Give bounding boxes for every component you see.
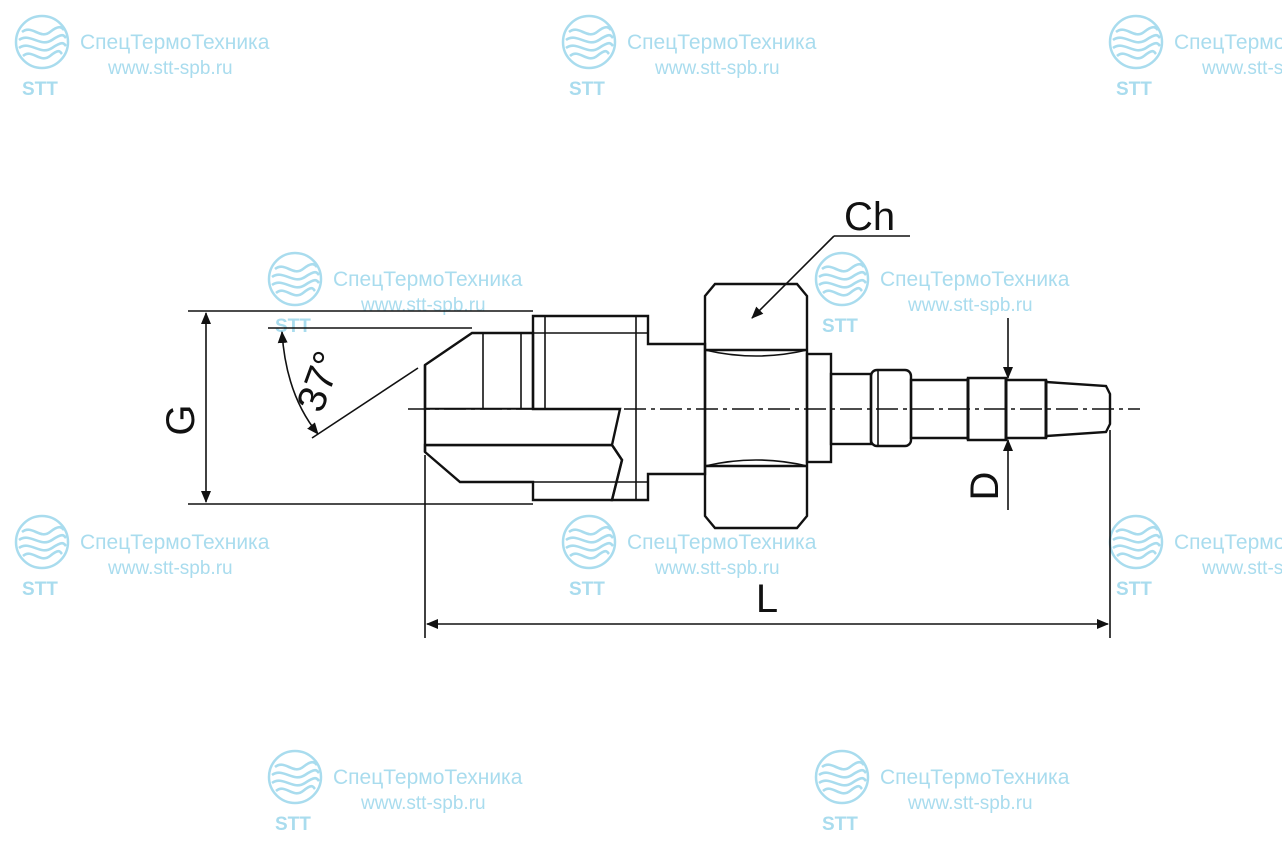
watermark-url: www.stt-spb.ru <box>1201 58 1282 79</box>
angle-arc <box>277 331 319 435</box>
hex-chamfer <box>704 349 808 357</box>
watermark-url: www.stt-spb.ru <box>654 558 780 579</box>
watermark-stt: STT <box>822 814 858 835</box>
watermark-company: СпецТермоТехника <box>880 766 1070 789</box>
angle-cone-line <box>311 367 419 439</box>
rear-collar <box>805 352 833 464</box>
cone-nipple-section <box>423 443 624 502</box>
watermark-stt: STT <box>569 79 605 100</box>
hex-nut <box>703 282 809 530</box>
watermark: STT СпецТермоТехника www.stt-spb.ru <box>814 251 1070 337</box>
watermark: STT СпецТермоТехника www.stt-spb.ru <box>267 749 523 835</box>
watermark: STT СпецТермоТехника www.stt-spb.ru <box>1108 14 1282 100</box>
watermark: STT СпецТермоТехника www.stt-spb.ru <box>561 514 817 600</box>
watermark-stt: STT <box>569 579 605 600</box>
watermark-url: www.stt-spb.ru <box>1201 558 1282 579</box>
watermark: STT СпецТермоТехника www.stt-spb.ru <box>814 749 1070 835</box>
fitting-body <box>423 282 1112 530</box>
label-ch: Ch <box>844 195 895 239</box>
watermark-company: СпецТермоТехника <box>880 268 1070 291</box>
watermark-url: www.stt-spb.ru <box>107 58 233 79</box>
watermark-url: www.stt-spb.ru <box>654 58 780 79</box>
watermark-url: www.stt-spb.ru <box>907 295 1033 316</box>
watermark: STT СпецТермоТехника www.stt-spb.ru <box>14 514 270 600</box>
watermark-stt: STT <box>1116 579 1152 600</box>
watermark: STT СпецТермоТехника www.stt-spb.ru <box>561 14 817 100</box>
ch-leader <box>751 235 835 319</box>
watermark-stt: STT <box>822 316 858 337</box>
watermark-company: СпецТермоТехника <box>80 31 270 54</box>
watermark-company: СпецТермоТехника <box>80 531 270 554</box>
watermark: STT СпецТермоТехника www.stt-spb.ru <box>1108 514 1282 600</box>
watermark: STT СпецТермоТехника www.stt-spb.ru <box>14 14 270 100</box>
watermark-company: СпецТермоТехника <box>627 531 817 554</box>
watermark-company: СпецТермоТехника <box>627 31 817 54</box>
cone-nipple-outer <box>423 331 535 411</box>
hex-chamfer <box>704 459 808 467</box>
watermark-url: www.stt-spb.ru <box>360 793 486 814</box>
watermark-stt: STT <box>275 814 311 835</box>
threaded-collar <box>531 314 707 502</box>
ring <box>869 368 913 448</box>
watermarks: STT СпецТермоТехника www.stt-spb.ru STT … <box>14 14 1282 835</box>
watermark-url: www.stt-spb.ru <box>907 793 1033 814</box>
watermark-url: www.stt-spb.ru <box>360 295 486 316</box>
watermark-company: СпецТермоТехника <box>1174 531 1282 554</box>
watermark-stt: STT <box>1116 79 1152 100</box>
watermark-stt: STT <box>22 579 58 600</box>
watermark-company: СпецТермоТехника <box>1174 31 1282 54</box>
label-angle: 37° <box>289 346 351 418</box>
watermark-company: СпецТермоТехника <box>333 766 523 789</box>
watermark-stt: STT <box>22 79 58 100</box>
bore-channel <box>425 409 620 445</box>
watermark: STT СпецТермоТехника www.stt-spb.ru <box>267 251 523 337</box>
watermark-url: www.stt-spb.ru <box>107 558 233 579</box>
watermark-company: СпецТермоТехника <box>333 268 523 291</box>
label-l: L <box>756 577 778 621</box>
watermark-stt: STT <box>275 316 311 337</box>
label-g: G <box>159 404 203 435</box>
label-d: D <box>963 472 1007 501</box>
